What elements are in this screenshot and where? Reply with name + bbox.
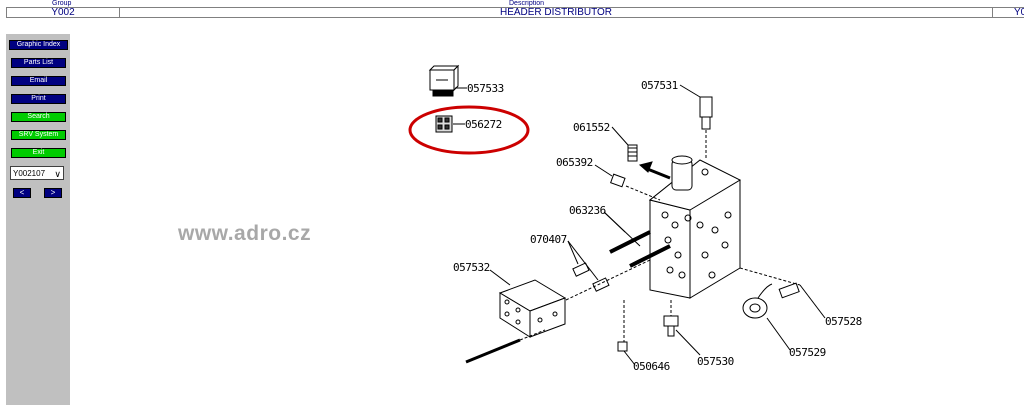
distributor-block	[638, 155, 742, 299]
part-070407-drawing	[567, 240, 610, 292]
part-057529-drawing	[742, 283, 791, 351]
drawing-select[interactable]: Y002107 ∨	[10, 166, 64, 180]
part-label-057528[interactable]: 057528	[825, 315, 862, 328]
print-button[interactable]: Print	[11, 94, 66, 104]
srv-system-button[interactable]: SRV System	[11, 130, 66, 140]
search-button[interactable]: Search	[11, 112, 66, 122]
part-065392-drawing	[594, 164, 661, 201]
parts-list-button[interactable]: Parts List	[11, 58, 66, 68]
part-056272-drawing	[435, 115, 465, 133]
part-061552-drawing	[611, 126, 638, 162]
part-label-057529[interactable]: 057529	[789, 346, 826, 359]
part-label-057532[interactable]: 057532	[453, 261, 490, 274]
next-button[interactable]: >	[44, 188, 62, 198]
part-label-056272[interactable]: 056272	[465, 118, 502, 131]
part-label-057531[interactable]: 057531	[641, 79, 678, 92]
watermark: www.adro.cz	[178, 222, 312, 245]
sidebar: Graphic Index Parts List Email Print Sea…	[6, 34, 70, 405]
part-label-070407[interactable]: 070407	[530, 233, 567, 246]
part-057532-drawing	[465, 259, 651, 364]
part-label-065392[interactable]: 065392	[556, 156, 593, 169]
part-057528-drawing	[739, 267, 826, 319]
part-label-061552[interactable]: 061552	[573, 121, 610, 134]
part-label-057533[interactable]: 057533	[467, 82, 504, 95]
chevron-down-icon: ∨	[54, 169, 61, 179]
group-column-label: Group	[52, 0, 72, 7]
email-button[interactable]: Email	[11, 76, 66, 86]
part-063236-drawing	[603, 211, 671, 268]
part-050646-drawing	[617, 300, 636, 366]
graphic-index-button[interactable]: Graphic Index	[9, 40, 68, 50]
part-057533-drawing	[428, 64, 467, 97]
highlight-circle	[408, 105, 530, 155]
part-label-050646[interactable]: 050646	[633, 360, 670, 373]
right-value: Y0	[992, 7, 1024, 18]
part-057530-drawing	[663, 300, 701, 356]
part-057531-drawing	[679, 84, 713, 160]
drawing-select-value: Y002107	[13, 169, 46, 178]
prev-button[interactable]: <	[13, 188, 31, 198]
part-label-057530[interactable]: 057530	[697, 355, 734, 368]
exit-button[interactable]: Exit	[11, 148, 66, 158]
description-column-label: Description	[509, 0, 545, 7]
part-label-063236[interactable]: 063236	[569, 204, 606, 217]
